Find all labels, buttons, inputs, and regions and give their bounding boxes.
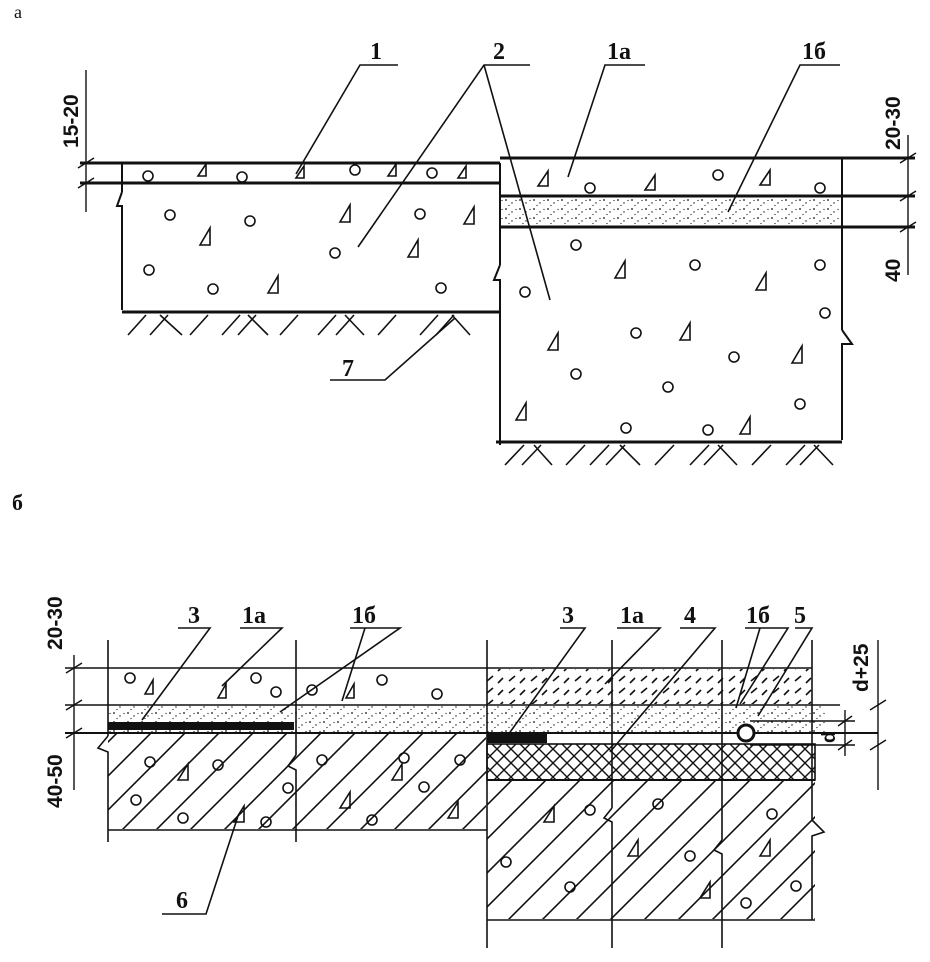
- aggregate-pebbles-left: [142, 161, 475, 295]
- panel-a-label: а: [14, 2, 22, 22]
- label-b-1a-right: 1а: [620, 603, 644, 629]
- panel-a-left-block: [80, 161, 501, 336]
- label-b-1b-left: 1б: [352, 603, 376, 629]
- dim-a-right-bottom: 40: [882, 259, 905, 282]
- label-b-3-right: 3: [562, 603, 574, 629]
- label-7: 7: [342, 356, 354, 382]
- dim-b-pipe: d: [819, 731, 840, 743]
- panel-a-leaders: [295, 64, 840, 381]
- dim-a-right-top: 20-30: [882, 96, 905, 150]
- label-b-6: 6: [176, 888, 188, 914]
- label-b-3-left: 3: [188, 603, 200, 629]
- panel-b-label: б: [12, 490, 23, 515]
- panel-a-dimensions: [77, 70, 917, 275]
- label-1: 1: [370, 39, 382, 65]
- aggregate-pebbles-b-left: [124, 672, 466, 828]
- label-1b: 1б: [802, 39, 826, 65]
- label-2: 2: [493, 39, 505, 65]
- label-1a: 1а: [607, 39, 631, 65]
- panel-b-leaders: [141, 627, 814, 915]
- ground-hatch-left: [127, 314, 471, 336]
- dim-b-right-top: d+25: [850, 643, 873, 692]
- dim-b-left-bottom: 40-50: [44, 754, 67, 808]
- label-b-5: 5: [794, 603, 806, 629]
- panel-b-dimensions: [65, 640, 887, 790]
- label-b-1a-left: 1а: [242, 603, 266, 629]
- aggregate-pebbles-b-right: [500, 798, 802, 909]
- dim-a-left-top: 15-20: [60, 94, 83, 148]
- label-b-1b-right: 1б: [746, 603, 770, 629]
- panel-b-right-block: [486, 640, 827, 948]
- panel-a: а: [14, 2, 917, 466]
- ground-hatch-right: [504, 444, 834, 466]
- panel-b: б: [12, 490, 887, 948]
- panel-b-left-block: [96, 640, 488, 842]
- pipe-icon: [736, 723, 756, 743]
- dim-b-left-top: 20-30: [44, 596, 67, 650]
- panel-a-right-block: [496, 156, 915, 466]
- label-b-4: 4: [684, 603, 696, 629]
- aggregate-pebbles-right: [514, 167, 831, 436]
